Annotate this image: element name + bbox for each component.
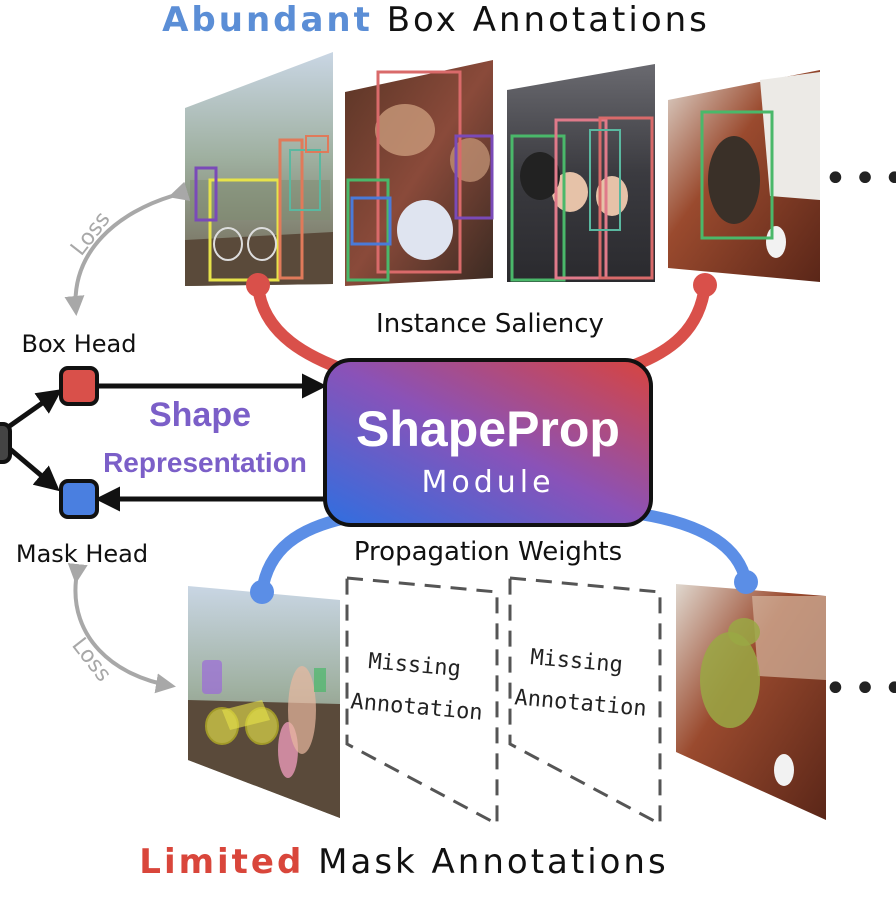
- representation-label: Representation: [103, 447, 307, 478]
- shapeprop-module: [323, 358, 653, 527]
- bbox-green-2: [510, 134, 566, 282]
- box-head-node: [59, 366, 99, 406]
- top-image-1-bridge: [185, 52, 333, 286]
- bottom-image-4-cat-mask: [676, 584, 826, 820]
- mask-head-node: [59, 479, 99, 519]
- bbox-red: [376, 70, 462, 274]
- propagation-weights-label: Propagation Weights: [354, 537, 622, 567]
- propagation-arc-left: [256, 512, 348, 594]
- bbox-blue: [350, 196, 392, 246]
- ellipsis-top: •••: [824, 156, 896, 202]
- missing-panel-2: Missing Annotation: [508, 576, 662, 827]
- top-title-highlight: Abundant: [162, 0, 373, 40]
- input-node: [0, 422, 12, 464]
- top-image-2-cake: [345, 60, 494, 286]
- bbox-green-3: [700, 110, 774, 240]
- shape-label: Shape: [149, 396, 251, 434]
- saliency-arc-right: [629, 284, 711, 372]
- module-subtitle: Module: [421, 465, 554, 500]
- bottom-title-rest: Mask Annotations: [304, 842, 669, 882]
- top-title-rest: Box Annotations: [372, 0, 710, 40]
- mask-head-label: Mask Head: [16, 540, 148, 568]
- module-name: ShapeProp: [356, 401, 620, 457]
- ellipsis-bottom: •••: [824, 666, 896, 712]
- top-image-3-car: [507, 64, 655, 282]
- top-title: Abundant Box Annotations: [0, 0, 884, 40]
- bbox-pink: [554, 118, 608, 280]
- top-image-4-cat: [668, 70, 820, 282]
- missing-panel-1: Missing Annotation: [345, 576, 499, 827]
- bbox-yellow: [208, 178, 280, 282]
- bottom-title: Limited Mask Annotations: [0, 842, 852, 882]
- bottom-image-1-bridge-masks: [188, 586, 340, 818]
- bbox-red-2: [598, 116, 654, 280]
- propagation-dot-right: [734, 570, 758, 594]
- instance-saliency-label: Instance Saliency: [376, 309, 604, 339]
- loss-label-top: Loss: [66, 207, 115, 260]
- saliency-arc-left: [252, 284, 352, 378]
- saliency-dot-right: [693, 273, 717, 297]
- loss-arrow-bottom: [67, 563, 176, 694]
- loss-arrow-top: [64, 181, 191, 316]
- branch-line-upper: [2, 389, 63, 433]
- bottom-title-highlight: Limited: [139, 842, 305, 882]
- bbox-purple-2: [454, 134, 494, 220]
- saliency-dot-left: [246, 273, 270, 297]
- box-head-label: Box Head: [22, 330, 137, 358]
- propagation-arc-right: [639, 508, 752, 584]
- bbox-green: [346, 178, 390, 282]
- bbox-purple: [194, 166, 218, 222]
- propagation-dot-left: [250, 580, 274, 604]
- branch-line-lower: [2, 442, 60, 492]
